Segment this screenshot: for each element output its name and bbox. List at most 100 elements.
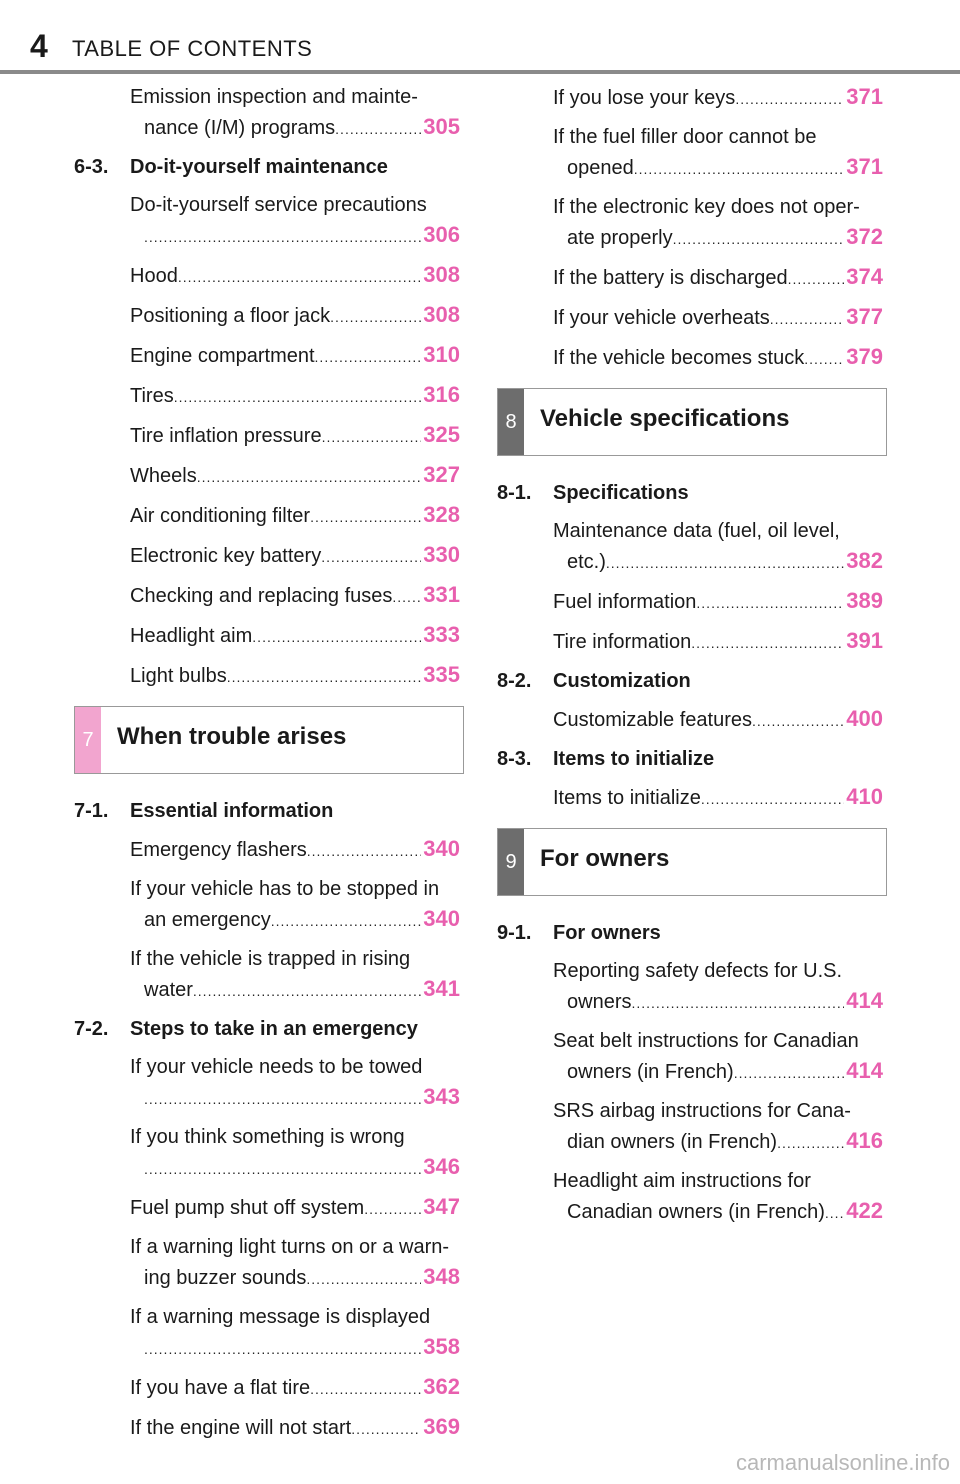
- toc-entry[interactable]: Engine compartment310: [74, 340, 464, 372]
- dot-leader: [271, 906, 422, 936]
- toc-entry[interactable]: Emission inspection and mainte-nance (I/…: [74, 82, 464, 144]
- toc-page-number[interactable]: 400: [846, 706, 883, 731]
- toc-entry[interactable]: Reporting safety defects for U.S.owners4…: [497, 956, 887, 1018]
- toc-entry[interactable]: If the vehicle becomes stuck379: [497, 342, 887, 374]
- dot-leader: [634, 154, 845, 184]
- toc-entry[interactable]: Tires316: [74, 380, 464, 412]
- section-heading: 7-2.Steps to take in an emergency: [74, 1014, 464, 1044]
- toc-entry[interactable]: Headlight aim333: [74, 620, 464, 652]
- toc-page-number[interactable]: 325: [423, 422, 460, 447]
- toc-page-number[interactable]: 316: [423, 382, 460, 407]
- toc-entry[interactable]: Tire inflation pressure325: [74, 420, 464, 452]
- toc-entry[interactable]: If a warning message is displayed358: [74, 1302, 464, 1364]
- toc-entry[interactable]: Checking and replacing fuses331: [74, 580, 464, 612]
- toc-entry[interactable]: If a warning light turns on or a warn-in…: [74, 1232, 464, 1294]
- toc-page-number[interactable]: 328: [423, 502, 460, 527]
- toc-page-number[interactable]: 340: [423, 906, 460, 931]
- toc-page-number[interactable]: 358: [423, 1334, 460, 1359]
- toc-page-number[interactable]: 343: [423, 1084, 460, 1109]
- toc-page-number[interactable]: 371: [846, 154, 883, 179]
- section-number: 8-3.: [497, 748, 532, 770]
- toc-entry[interactable]: If you have a flat tire362: [74, 1372, 464, 1404]
- toc-page-number[interactable]: 371: [846, 84, 883, 109]
- toc-entry-text: Wheels: [130, 465, 197, 487]
- toc-entry[interactable]: If the engine will not start369: [74, 1412, 464, 1444]
- toc-entry[interactable]: Maintenance data (fuel, oil level,etc.)3…: [497, 516, 887, 578]
- toc-page-number[interactable]: 379: [846, 344, 883, 369]
- toc-page-number[interactable]: 333: [423, 622, 460, 647]
- toc-entry-text: Emergency flashers: [130, 839, 307, 861]
- toc-entry[interactable]: SRS airbag instructions for Cana-dian ow…: [497, 1096, 887, 1158]
- toc-entry[interactable]: Tire information391: [497, 626, 887, 658]
- toc-page-number[interactable]: 335: [423, 662, 460, 687]
- toc-entry[interactable]: Fuel information389: [497, 586, 887, 618]
- toc-entry[interactable]: Positioning a floor jack308: [74, 300, 464, 332]
- toc-entry[interactable]: Items to initialize410: [497, 782, 887, 814]
- dot-leader: [364, 1194, 421, 1224]
- chapter-tab: 9: [498, 829, 524, 895]
- toc-page-number[interactable]: 346: [423, 1154, 460, 1179]
- toc-entry-text: Headlight aim instructions for: [553, 1170, 811, 1192]
- toc-page-number[interactable]: 374: [846, 264, 883, 289]
- toc-page-number[interactable]: 330: [423, 542, 460, 567]
- toc-entry[interactable]: Hood308: [74, 260, 464, 292]
- toc-entry-text: etc.): [567, 551, 606, 573]
- toc-page-number[interactable]: 327: [423, 462, 460, 487]
- toc-page-number[interactable]: 372: [846, 224, 883, 249]
- toc-page-number[interactable]: 422: [846, 1198, 883, 1223]
- toc-page-number[interactable]: 414: [846, 1058, 883, 1083]
- toc-entry[interactable]: If your vehicle overheats377: [497, 302, 887, 334]
- toc-page-number[interactable]: 410: [846, 784, 883, 809]
- toc-entry[interactable]: Emergency flashers 340: [74, 834, 464, 866]
- toc-entry[interactable]: Customizable features400: [497, 704, 887, 736]
- toc-page-number[interactable]: 308: [423, 302, 460, 327]
- toc-entry[interactable]: If the battery is discharged374: [497, 262, 887, 294]
- toc-page-number[interactable]: 347: [423, 1194, 460, 1219]
- toc-page-number[interactable]: 382: [846, 548, 883, 573]
- toc-entry[interactable]: If your vehicle needs to be towed343: [74, 1052, 464, 1114]
- section-number: 8-1.: [497, 482, 532, 504]
- toc-page-number[interactable]: 310: [423, 342, 460, 367]
- toc-page-number[interactable]: 308: [423, 262, 460, 287]
- toc-entry[interactable]: Air conditioning filter328: [74, 500, 464, 532]
- header-rule: [0, 70, 960, 74]
- dot-leader: [193, 976, 421, 1006]
- dot-leader: [144, 222, 421, 252]
- toc-page-number[interactable]: 369: [423, 1414, 460, 1439]
- toc-page-number[interactable]: 331: [423, 582, 460, 607]
- toc-page-number[interactable]: 305: [423, 114, 460, 139]
- toc-page-number[interactable]: 416: [846, 1128, 883, 1153]
- toc-entry[interactable]: If you lose your keys371: [497, 82, 887, 114]
- toc-page-number[interactable]: 341: [423, 976, 460, 1001]
- toc-page-number[interactable]: 389: [846, 588, 883, 613]
- toc-page-number[interactable]: 391: [846, 628, 883, 653]
- toc-entry[interactable]: If the fuel filler door cannot beopened3…: [497, 122, 887, 184]
- toc-entry-text: If the fuel filler door cannot be: [553, 126, 817, 148]
- toc-page-number[interactable]: 348: [423, 1264, 460, 1289]
- chapter-tab: 7: [75, 707, 101, 773]
- toc-entry[interactable]: If the electronic key does not oper-ate …: [497, 192, 887, 254]
- toc-entry[interactable]: Light bulbs335: [74, 660, 464, 692]
- toc-entry-text: ate properly: [567, 227, 673, 249]
- toc-entry[interactable]: Fuel pump shut off system347: [74, 1192, 464, 1224]
- toc-page-number[interactable]: 377: [846, 304, 883, 329]
- toc-page-number[interactable]: 362: [423, 1374, 460, 1399]
- toc-entry[interactable]: Do-it-yourself service precautions306: [74, 190, 464, 252]
- toc-entry[interactable]: Wheels 327: [74, 460, 464, 492]
- toc-entry[interactable]: If you think something is wrong346: [74, 1122, 464, 1184]
- toc-entry-text: dian owners (in French): [567, 1131, 778, 1153]
- dot-leader: [310, 502, 421, 532]
- toc-page-number[interactable]: 414: [846, 988, 883, 1013]
- toc-page-number[interactable]: 306: [423, 222, 460, 247]
- section-heading: 6-3.Do-it-yourself maintenance: [74, 152, 464, 182]
- section-number: 7-1.: [74, 800, 109, 822]
- toc-entry[interactable]: Electronic key battery330: [74, 540, 464, 572]
- toc-page-number[interactable]: 340: [423, 836, 460, 861]
